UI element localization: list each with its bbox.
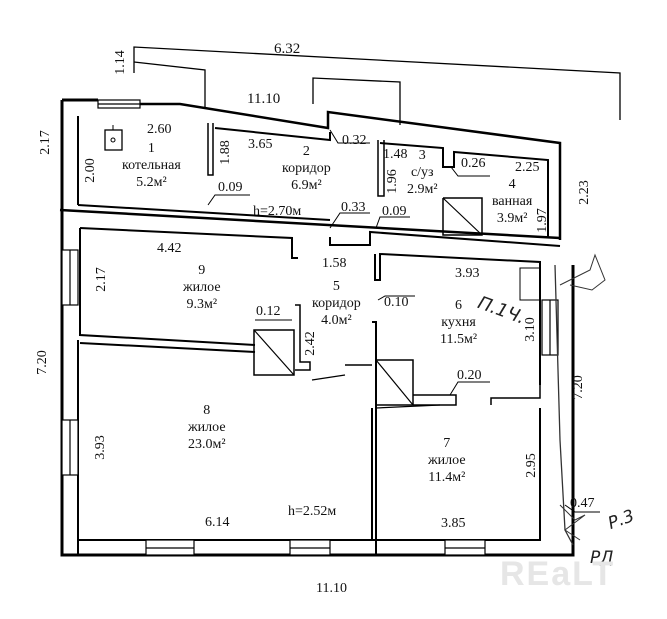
dim-r6-393: 3.93 (455, 266, 480, 281)
handwritten-note-r2: РД (590, 548, 614, 568)
dim-r7-385: 3.85 (441, 516, 466, 531)
room-1-label: 1 котельная 5.2м² (122, 140, 181, 191)
dim-right-720: 7.20 (570, 375, 586, 400)
dim-047: 0.47 (570, 496, 595, 511)
room-5-label: 5 коридор 4.0м² (312, 278, 361, 329)
outer-wall-top-seg (140, 102, 562, 240)
extension-outline (133, 46, 621, 120)
dim-r4-197: 1.97 (534, 208, 550, 233)
room-name: жилое (188, 420, 226, 435)
room-name: жилое (428, 453, 466, 468)
room-number: 5 (332, 279, 340, 294)
room-name: с/уз (410, 165, 434, 180)
dim-top-1110: 11.10 (247, 91, 281, 107)
dim-009b: 0.09 (382, 204, 407, 219)
room-area: 6.9м² (291, 178, 322, 193)
dim-right-223: 2.23 (576, 180, 592, 205)
inner-wall-upper-bottom2 (77, 204, 331, 221)
dim-r3-148: 1.48 (383, 147, 408, 162)
room-number: 1 (147, 141, 155, 156)
inner-wall-upper-bottom (59, 208, 561, 240)
room-number: 7 (443, 436, 451, 451)
dim-033: 0.33 (341, 200, 366, 215)
dim-ext-left: 1.14 (112, 50, 128, 75)
room-area: 3.9м² (496, 211, 528, 226)
dim-010: 0.10 (384, 295, 409, 310)
dim-r9-217: 2.17 (93, 267, 109, 292)
room-6-label: 6 кухня 11.5м² (440, 297, 477, 348)
room-area: 9.3м² (186, 297, 218, 312)
room-number: 4 (508, 177, 516, 192)
room-area: 23.0м² (188, 437, 226, 452)
room-9-label: 9 жилое 9.3м² (183, 262, 221, 313)
dim-r1-260: 2.60 (147, 122, 172, 137)
boiler-icon (104, 129, 123, 151)
room-name: жилое (183, 280, 221, 295)
dim-r8-614: 6.14 (205, 515, 230, 530)
dim-bottom-1110: 11.10 (316, 581, 347, 596)
dim-r2-365: 3.65 (248, 137, 273, 152)
dim-r5-242: 2.42 (302, 331, 318, 356)
extension-inner-left (133, 61, 206, 108)
room-area: 5.2м² (136, 175, 167, 190)
dim-r7-295: 2.95 (523, 453, 539, 478)
room-name: котельная (122, 158, 181, 173)
room-area: 11.4м² (428, 470, 466, 485)
dim-r5-158: 1.58 (322, 256, 347, 271)
dim-032: 0.32 (342, 133, 367, 148)
room-name: коридор (312, 296, 361, 311)
room-name: коридор (282, 161, 331, 176)
dim-020: 0.20 (457, 368, 482, 383)
room-number: 6 (455, 298, 463, 313)
dim-left-217: 2.17 (37, 130, 53, 155)
room-8-label: 8 жилое 23.0м² (188, 402, 226, 453)
dim-009a: 0.09 (218, 180, 243, 195)
room-number: 2 (302, 144, 310, 159)
room-7-label: 7 жилое 11.4м² (428, 435, 466, 486)
dim-r1-200: 2.00 (82, 158, 98, 183)
room-number: 3 (418, 148, 426, 163)
room-area: 4.0м² (321, 313, 352, 328)
dim-012: 0.12 (256, 304, 281, 319)
dim-r2-188: 1.88 (217, 140, 233, 165)
room-number: 8 (203, 403, 211, 418)
dim-r3-196: 1.96 (384, 169, 400, 194)
dim-height-lower: h=2.52м (288, 504, 337, 519)
watermark-logo: REaLT (500, 555, 616, 593)
extension-inner-right (312, 77, 401, 125)
dim-r6-310: 3.10 (522, 317, 538, 342)
dim-r9-442: 4.42 (157, 241, 182, 256)
room-2-label: 2 коридор 6.9м² (282, 143, 331, 194)
room-4-label: 4 ванная 3.9м² (492, 176, 532, 227)
dim-height-upper: h=2.70м (253, 204, 302, 219)
dim-r4-225: 2.25 (515, 160, 540, 175)
room-area: 2.9м² (407, 182, 438, 197)
dim-r8-393: 3.93 (92, 435, 108, 460)
dim-026: 0.26 (461, 156, 486, 171)
dim-top-ext: 6.32 (274, 41, 301, 57)
room-name: кухня (441, 315, 476, 330)
room-3-label: 3 с/уз 2.9м² (407, 147, 438, 198)
room-number: 9 (198, 263, 206, 278)
room-name: ванная (492, 194, 533, 209)
room-area: 11.5м² (440, 332, 478, 347)
dim-left-720: 7.20 (34, 350, 50, 375)
